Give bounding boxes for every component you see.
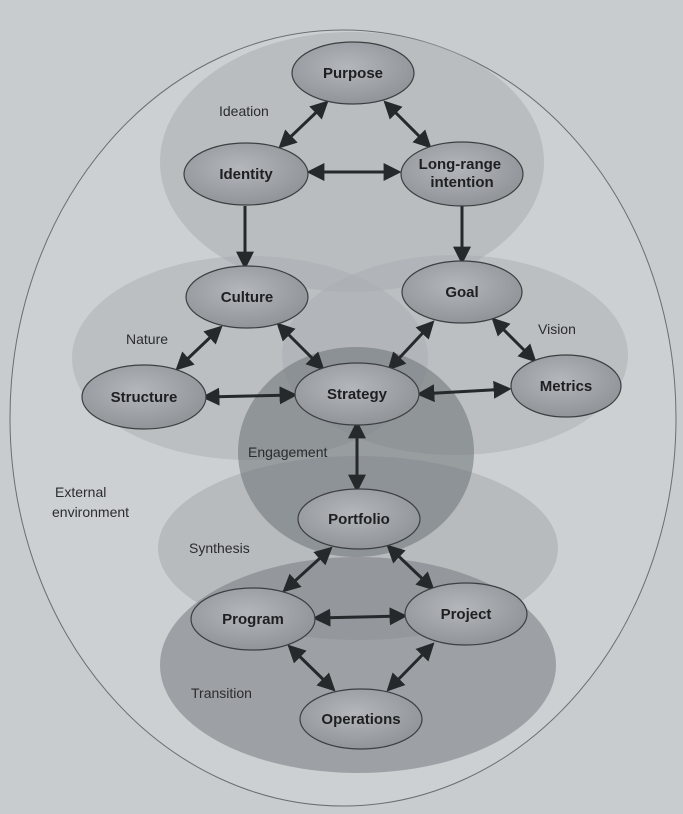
- node-operations: Operations: [299, 688, 423, 750]
- nature-label: Nature: [126, 331, 168, 347]
- node-long-range-line2: intention: [430, 174, 493, 191]
- node-purpose-label: Purpose: [323, 65, 383, 82]
- transition-label: Transition: [191, 685, 252, 701]
- edge-structure-culture: [175, 325, 223, 371]
- engagement-label: Engagement: [248, 444, 328, 460]
- node-portfolio-shape: [297, 488, 421, 550]
- node-project-label: Project: [441, 606, 492, 623]
- node-metrics-label: Metrics: [540, 378, 593, 395]
- node-metrics: Metrics: [510, 354, 622, 418]
- ideation-label: Ideation: [219, 103, 269, 119]
- edge-program-project: [312, 607, 408, 627]
- node-goal-label: Goal: [445, 284, 478, 301]
- node-culture-shape: [185, 265, 309, 329]
- edges: [175, 100, 537, 692]
- node-identity: Identity: [183, 142, 309, 206]
- external-label-line1: External: [55, 484, 106, 500]
- node-program-label: Program: [222, 611, 284, 628]
- node-strategy-label: Strategy: [327, 386, 388, 403]
- node-long-range-shape: [400, 141, 524, 207]
- node-structure: Structure: [81, 364, 207, 430]
- node-strategy-shape: [294, 362, 420, 426]
- node-strategy: Strategy: [294, 362, 420, 426]
- node-portfolio-label: Portfolio: [328, 511, 390, 528]
- node-portfolio: Portfolio: [297, 488, 421, 550]
- node-purpose-shape: [291, 41, 415, 105]
- edge-goal-metrics: [491, 317, 537, 363]
- node-project-shape: [404, 582, 528, 646]
- node-culture: Culture: [185, 265, 309, 329]
- edge-project-operations: [386, 642, 435, 692]
- edge-portfolio-project: [386, 544, 435, 591]
- edge-structure-strategy: [201, 386, 298, 406]
- node-project: Project: [404, 582, 528, 646]
- node-culture-label: Culture: [221, 289, 274, 306]
- synthesis-label: Synthesis: [189, 540, 250, 556]
- node-goal-shape: [401, 260, 523, 324]
- node-long-range-label: Long-range intention: [419, 156, 506, 191]
- edge-strategy-goal: [387, 320, 435, 371]
- node-structure-shape: [81, 364, 207, 430]
- node-structure-label: Structure: [111, 389, 178, 406]
- node-long-range-intention: Long-range intention: [400, 141, 524, 207]
- edge-program-operations: [287, 644, 336, 692]
- edge-portfolio-program: [282, 546, 333, 593]
- edge-purpose-longrange: [383, 100, 432, 149]
- ideation-zone: [160, 32, 544, 292]
- node-identity-shape: [183, 142, 309, 206]
- node-long-range-line1: Long-range: [419, 156, 502, 173]
- node-identity-label: Identity: [219, 166, 273, 183]
- edge-culture-strategy: [276, 322, 325, 371]
- node-program: Program: [190, 587, 316, 651]
- node-program-shape: [190, 587, 316, 651]
- node-operations-shape: [299, 688, 423, 750]
- node-metrics-shape: [510, 354, 622, 418]
- edge-strategy-metrics: [416, 380, 512, 403]
- edge-identity-purpose: [278, 100, 329, 149]
- vision-label: Vision: [538, 321, 576, 337]
- node-goal: Goal: [401, 260, 523, 324]
- node-purpose: Purpose: [291, 41, 415, 105]
- external-environment-label: External environment: [52, 484, 129, 520]
- node-operations-label: Operations: [321, 711, 400, 728]
- external-label-line2: environment: [52, 504, 129, 520]
